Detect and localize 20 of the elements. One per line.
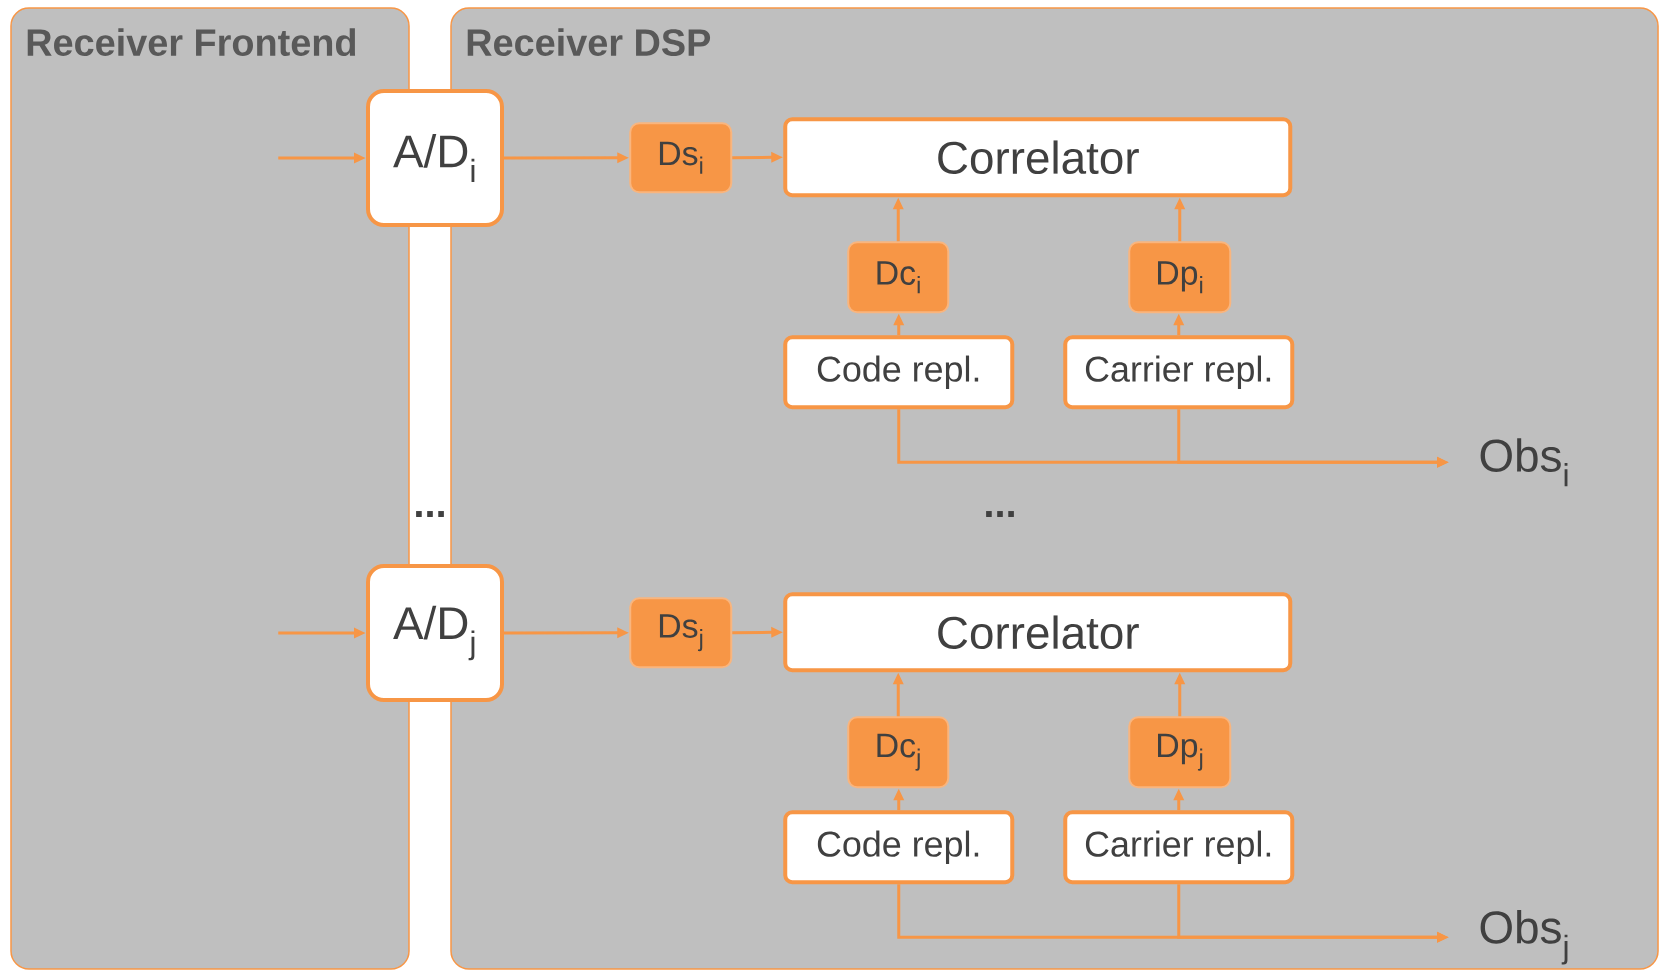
ellipsis: ... — [416, 511, 444, 517]
process-box: Code repl. — [783, 810, 1015, 885]
process-box: Code repl. — [783, 335, 1015, 410]
delay-box: Ds$_{i}$ — [629, 122, 733, 194]
output-label: Obs$_{i}$ — [1480, 438, 1568, 487]
delay-box: Ds$_{j}$ — [629, 597, 733, 669]
ellipsis: ... — [986, 511, 1014, 517]
process-box: Carrier repl. — [1063, 810, 1295, 885]
process-box: Correlator — [783, 592, 1293, 673]
process-box: Correlator — [783, 117, 1293, 198]
panel-title: Receiver Frontend — [27, 28, 356, 56]
delay-box: Dc$_{i}$ — [847, 241, 950, 314]
delay-box: Dp$_{i}$ — [1128, 241, 1232, 314]
converter-box: A/D$_{i}$ — [366, 89, 504, 227]
panel-title: Receiver DSP — [467, 28, 711, 56]
process-box: Carrier repl. — [1063, 335, 1295, 410]
delay-box: Dp$_{j}$ — [1128, 716, 1232, 789]
output-label: Obs$_{j}$ — [1480, 909, 1568, 965]
delay-box: Dc$_{j}$ — [847, 716, 950, 789]
converter-box: A/D$_{j}$ — [366, 564, 504, 702]
